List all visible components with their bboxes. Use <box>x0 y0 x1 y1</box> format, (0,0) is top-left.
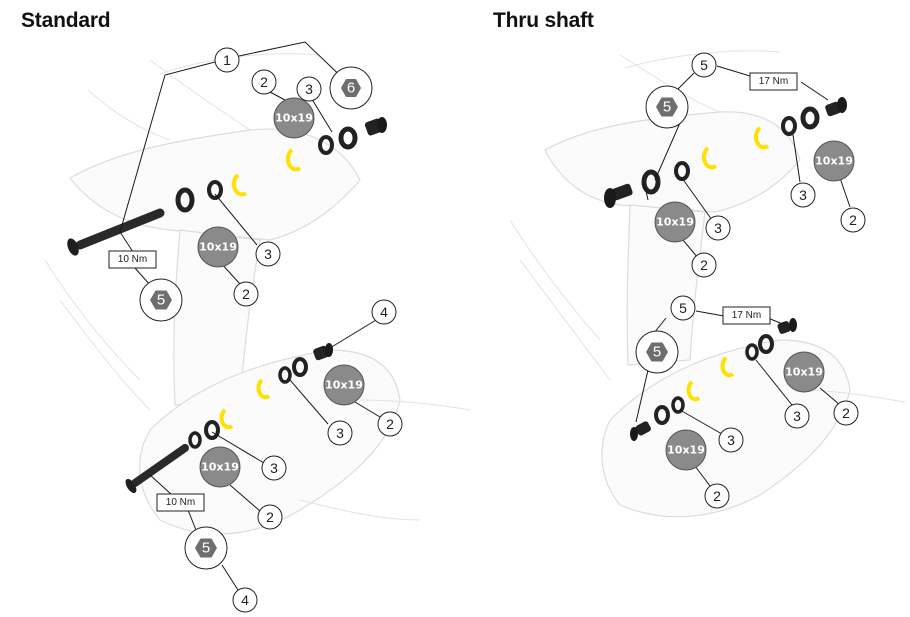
callout-2: 2 <box>833 400 859 426</box>
svg-text:3: 3 <box>793 408 801 424</box>
torque-label: 17 Nm <box>722 306 771 325</box>
svg-text:3: 3 <box>305 81 313 97</box>
standard-hardware <box>67 117 387 494</box>
svg-text:17 Nm: 17 Nm <box>732 310 761 321</box>
hex-callout-5: 5 <box>139 278 183 322</box>
callout-2: 2 <box>377 411 403 437</box>
svg-text:5: 5 <box>653 344 661 361</box>
standard-leader-lines <box>119 41 381 591</box>
spacer-chip: 10x19 <box>197 226 239 268</box>
callout-3: 3 <box>784 403 810 429</box>
svg-text:5: 5 <box>202 540 210 557</box>
callout-3: 3 <box>718 427 744 453</box>
svg-text:1: 1 <box>223 52 231 68</box>
thru-hardware <box>604 97 847 441</box>
long-bolt-upper <box>67 208 165 256</box>
svg-text:2: 2 <box>266 509 274 525</box>
svg-text:10x19: 10x19 <box>656 216 694 229</box>
callout-2: 2 <box>691 252 717 278</box>
svg-text:2: 2 <box>842 405 850 421</box>
callout-3: 3 <box>327 420 353 446</box>
callout-5: 5 <box>691 52 717 78</box>
callout-4: 4 <box>232 587 258 613</box>
svg-text:5: 5 <box>679 300 687 316</box>
svg-text:10x19: 10x19 <box>325 379 363 392</box>
callout-3: 3 <box>790 182 816 208</box>
svg-text:2: 2 <box>242 286 250 302</box>
svg-text:17 Nm: 17 Nm <box>759 76 788 87</box>
short-bolt-upper <box>364 117 387 136</box>
callout-2: 2 <box>840 207 866 233</box>
callout-1: 1 <box>214 47 240 73</box>
hex-callout-6: 6 <box>329 66 373 110</box>
callout-4: 4 <box>371 299 397 325</box>
callout-3: 3 <box>705 215 731 241</box>
svg-text:2: 2 <box>260 74 268 90</box>
spacer-chip: 10x19 <box>199 446 241 488</box>
svg-text:3: 3 <box>264 246 272 262</box>
hex-callout-5: 5 <box>645 85 689 129</box>
short-bolt-upper-right <box>825 97 847 117</box>
svg-text:5: 5 <box>663 99 671 116</box>
svg-text:2: 2 <box>849 212 857 228</box>
svg-text:2: 2 <box>386 416 394 432</box>
callout-3: 3 <box>255 241 281 267</box>
svg-text:3: 3 <box>799 187 807 203</box>
callout-2: 2 <box>257 504 283 530</box>
callout-2: 2 <box>704 483 730 509</box>
short-bolt-lower-left <box>630 421 651 441</box>
svg-text:10x19: 10x19 <box>815 155 853 168</box>
callout-2: 2 <box>251 69 277 95</box>
svg-text:10x19: 10x19 <box>201 461 239 474</box>
svg-text:4: 4 <box>380 304 388 320</box>
svg-text:10x19: 10x19 <box>785 366 823 379</box>
svg-text:3: 3 <box>336 425 344 441</box>
callout-3: 3 <box>261 455 287 481</box>
svg-text:10x19: 10x19 <box>667 444 705 457</box>
short-bolt-lower-right <box>777 318 797 334</box>
svg-text:4: 4 <box>241 592 249 608</box>
spacer-chip: 10x19 <box>783 351 825 393</box>
spacer-chip: 10x19 <box>654 201 696 243</box>
torque-label: 10 Nm <box>156 493 205 512</box>
callout-2: 2 <box>233 281 259 307</box>
svg-text:3: 3 <box>270 460 278 476</box>
spacer-chip: 10x19 <box>665 429 707 471</box>
callout-3: 3 <box>296 76 322 102</box>
svg-text:6: 6 <box>347 80 355 97</box>
callout-5: 5 <box>670 295 696 321</box>
svg-text:3: 3 <box>727 432 735 448</box>
hex-callout-5: 5 <box>184 526 228 570</box>
svg-text:2: 2 <box>700 257 708 273</box>
svg-text:2: 2 <box>713 488 721 504</box>
thru-leader-lines <box>635 65 851 487</box>
svg-text:10 Nm: 10 Nm <box>118 254 147 265</box>
title-thru-shaft: Thru shaft <box>493 9 594 32</box>
torque-label: 17 Nm <box>749 72 798 91</box>
short-bolt-lower <box>313 343 333 361</box>
svg-text:5: 5 <box>700 57 708 73</box>
spacer-chip: 10x19 <box>323 364 365 406</box>
svg-text:10x19: 10x19 <box>275 112 313 125</box>
spacer-chip: 10x19 <box>273 97 315 139</box>
torque-label: 10 Nm <box>108 250 157 269</box>
svg-text:3: 3 <box>714 220 722 236</box>
svg-text:10x19: 10x19 <box>199 241 237 254</box>
svg-text:5: 5 <box>157 292 165 309</box>
thru-frame-drawing <box>509 50 906 518</box>
spacer-chip: 10x19 <box>813 140 855 182</box>
title-standard: Standard <box>21 9 111 32</box>
long-bolt-lower <box>125 444 189 494</box>
svg-text:10 Nm: 10 Nm <box>166 497 195 508</box>
short-bolt-upper-left <box>604 183 633 208</box>
hex-callout-5: 5 <box>635 330 679 374</box>
